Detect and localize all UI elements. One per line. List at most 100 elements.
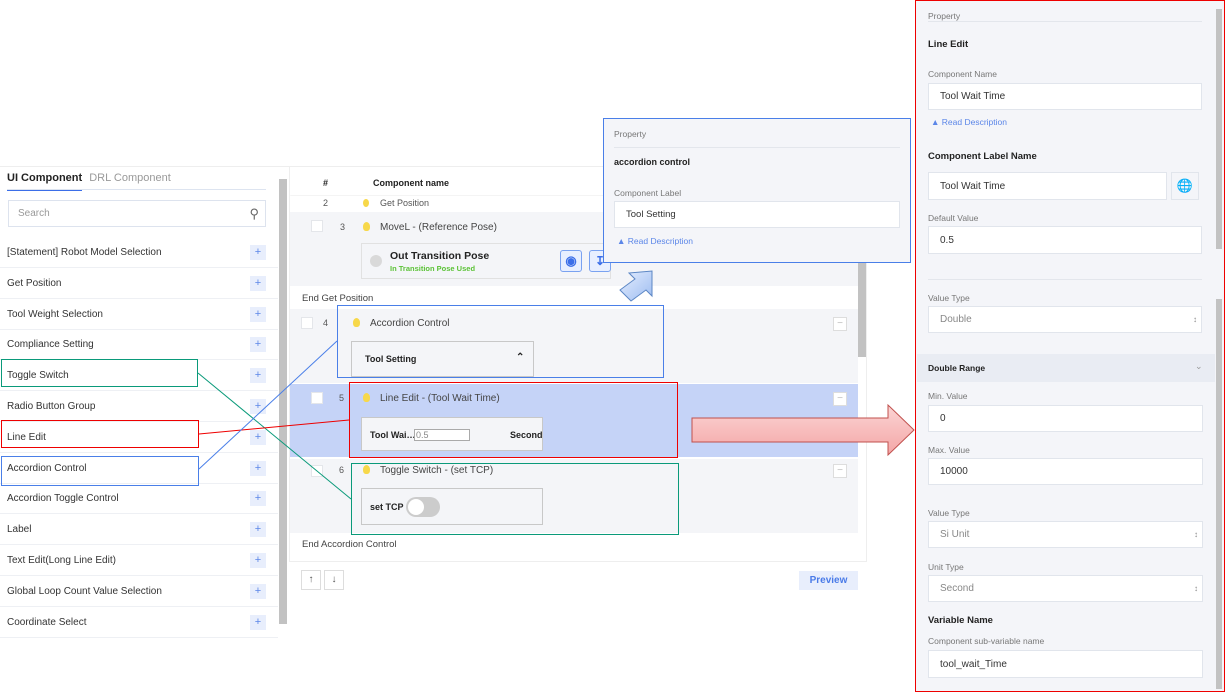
min-value-label: Min. Value — [928, 391, 968, 401]
read-description-link[interactable]: ▲ Read Description — [617, 236, 693, 246]
add-icon[interactable]: + — [250, 429, 266, 445]
value-type-unit-select[interactable]: Si Unit — [928, 521, 1203, 548]
label-name-heading: Component Label Name — [928, 151, 1037, 162]
min-value-input[interactable]: 0 — [928, 405, 1203, 432]
accordion-card[interactable]: Tool Setting ⌃ — [351, 341, 534, 377]
row-number: 2 — [323, 198, 329, 208]
list-item[interactable]: Accordion Toggle Control + — [0, 483, 278, 515]
pose-subtitle: In Transition Pose Used — [390, 264, 476, 273]
collapse-button[interactable]: − — [833, 392, 847, 406]
default-value-label: Default Value — [928, 213, 979, 223]
lightbulb-icon — [363, 465, 370, 474]
component-label-caption: Component Label — [614, 188, 682, 198]
list-item[interactable]: [Statement] Robot Model Selection + — [0, 237, 278, 268]
max-value-input[interactable]: 10000 — [928, 458, 1203, 485]
label-name-input[interactable]: Tool Wait Time — [928, 172, 1167, 200]
list-item-label: Get Position — [7, 277, 62, 289]
preview-button[interactable]: Preview — [799, 571, 858, 590]
add-icon[interactable]: + — [250, 614, 266, 630]
header-num: # — [323, 178, 329, 188]
search-icon[interactable]: ⚲ — [249, 206, 259, 221]
row-checkbox[interactable] — [311, 220, 323, 232]
pose-title: Out Transition Pose — [390, 250, 490, 262]
value-type-label: Value Type — [928, 293, 970, 303]
list-item-label: Coordinate Select — [7, 616, 87, 628]
add-icon[interactable]: + — [250, 522, 266, 538]
add-icon[interactable]: + — [250, 491, 266, 507]
list-item[interactable]: Label + — [0, 514, 278, 546]
add-icon[interactable]: + — [250, 306, 266, 322]
list-item-label: [Statement] Robot Model Selection — [7, 247, 162, 258]
chevron-down-icon[interactable]: ⌄ — [1195, 361, 1203, 371]
row-number: 4 — [323, 318, 329, 328]
list-item-label: Accordion Control — [7, 462, 87, 474]
row-title: Line Edit - (Tool Wait Time) — [380, 393, 500, 404]
row-title: MoveL - (Reference Pose) — [380, 222, 497, 233]
record-button[interactable]: ◉ — [560, 250, 582, 272]
add-icon[interactable]: + — [250, 337, 266, 353]
add-icon[interactable]: + — [250, 583, 266, 599]
move-down-button[interactable]: ↓ — [324, 570, 344, 590]
row-number: 3 — [340, 222, 346, 232]
component-name-label: Component Name — [928, 69, 997, 79]
sub-variable-input[interactable]: tool_wait_Time — [928, 650, 1203, 678]
list-item[interactable]: Text Edit(Long Line Edit)+ — [0, 545, 278, 576]
add-icon[interactable]: + — [250, 245, 266, 260]
connector-toggle — [197, 372, 352, 500]
search-placeholder: Search — [18, 208, 50, 219]
list-item-label: Compliance Setting — [7, 339, 94, 351]
double-range-section[interactable]: Double Range ⌄ — [917, 354, 1215, 382]
list-item[interactable]: Accordion Control + — [0, 453, 278, 484]
lightbulb-icon — [363, 222, 370, 231]
accordion-label: Tool Setting — [365, 354, 417, 364]
collapse-button[interactable]: − — [833, 464, 847, 478]
row-number: 5 — [339, 393, 345, 403]
annotation-line-edit — [1, 420, 199, 448]
collapse-button[interactable]: − — [833, 317, 847, 331]
value-type-select[interactable]: Double — [928, 306, 1202, 333]
pointer-arrow-icon — [619, 270, 653, 302]
search-input[interactable]: Search ⚲ — [8, 200, 266, 227]
table-row[interactable]: 6 Toggle Switch - (set TCP) − set TCP — [290, 459, 858, 533]
component-library-panel: UI Component DRL Component Search ⚲ [Sta… — [0, 166, 289, 638]
component-tabs: UI Component DRL Component — [7, 172, 175, 191]
scrollbar[interactable] — [1216, 9, 1222, 249]
tab-drl-component[interactable]: DRL Component — [89, 172, 171, 184]
tab-ui-component[interactable]: UI Component — [7, 172, 83, 191]
move-up-button[interactable]: ↑ — [301, 570, 321, 590]
line-edit-card: Tool Wai… 0.5 Second — [361, 417, 543, 451]
annotation-accordion-row — [337, 305, 664, 378]
list-item[interactable]: Get Position + — [0, 268, 278, 299]
row-checkbox[interactable] — [301, 317, 313, 329]
chevron-up-icon[interactable]: ⌃ — [516, 352, 525, 363]
list-item-label: Label — [7, 524, 32, 536]
add-icon[interactable]: + — [250, 368, 266, 384]
line-edit-input[interactable]: 0.5 — [414, 429, 470, 441]
property-panel: Property Line Edit Component Name Tool W… — [915, 0, 1225, 692]
list-item[interactable]: Coordinate Select + — [0, 607, 278, 638]
row-checkbox[interactable] — [311, 392, 323, 404]
scrollbar[interactable] — [279, 179, 287, 624]
add-icon[interactable]: + — [250, 460, 266, 476]
add-icon[interactable]: + — [250, 275, 266, 291]
lightbulb-icon — [363, 199, 369, 207]
unit-type-select[interactable]: Second — [928, 575, 1203, 602]
component-label-input[interactable]: Tool Setting — [614, 201, 900, 228]
read-description-link[interactable]: ▲ Read Description — [931, 117, 1007, 127]
default-value-input[interactable]: 0.5 — [928, 226, 1202, 254]
list-item[interactable]: Tool Weight Selection+ — [0, 299, 278, 330]
add-icon[interactable]: + — [250, 553, 266, 568]
scrollbar[interactable] — [858, 257, 866, 357]
list-item[interactable]: Global Loop Count Value Selection + — [0, 576, 278, 607]
row-title: Get Position — [380, 198, 430, 208]
table-row[interactable]: 4 Accordion Control − Tool Setting ⌃ — [290, 309, 858, 383]
globe-icon[interactable]: 🌐 — [1171, 172, 1199, 200]
scrollbar-lower[interactable] — [1216, 299, 1222, 689]
component-name-input[interactable]: Tool Wait Time — [928, 83, 1202, 110]
list-item[interactable]: Line Edit+ — [0, 422, 278, 453]
toggle-switch[interactable] — [406, 497, 440, 517]
line-edit-label: Tool Wai… — [370, 430, 416, 440]
list-item[interactable]: Toggle Switch+ — [0, 360, 278, 392]
list-item-label: Global Loop Count Value Selection — [7, 585, 162, 597]
list-item-label: Accordion Toggle Control — [7, 493, 119, 505]
